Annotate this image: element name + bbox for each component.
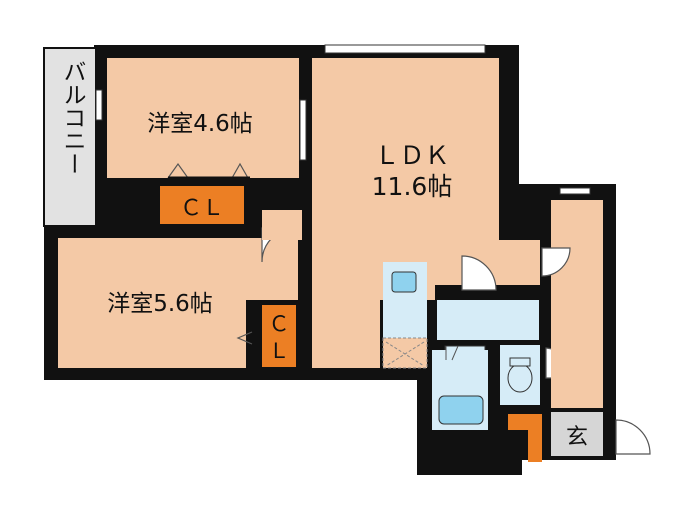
western-room-5-6-label: 洋室5.6帖 [107,291,213,317]
closet-vertical-label-1: Ｃ [269,312,290,336]
closet-top: ＣＬ [160,162,250,224]
ldk-label-line1: ＬＤＫ [374,141,449,170]
door-swing-icon [461,255,497,291]
closet-door-swing-icon [236,331,253,345]
windows [95,44,486,161]
shoe-closet [508,414,542,462]
bathroom [432,345,488,430]
ldk: ＬＤＫ 11.6帖 [312,58,540,368]
closet-door-swing-icon [167,162,249,179]
western-room-4-6: 洋室4.6帖 [107,58,299,178]
fridge-space-icon [385,341,425,367]
toilet-icon [507,363,533,393]
closet-top-label: ＣＬ [180,196,224,221]
kitchen [382,262,428,369]
corridor [541,187,603,408]
front-door-swing-icon [615,419,651,455]
entrance: 玄 [551,412,651,456]
entrance-label: 玄 [566,425,588,450]
ldk-label-line2: 11.6帖 [372,172,453,201]
balcony-label: バルコニー [59,60,86,175]
balcony: バルコニー [43,47,97,227]
door-swing-icon [541,247,571,277]
closet-vertical-label-2: Ｌ [269,339,290,363]
bathtub-icon [438,395,484,425]
western-room-4-6-label: 洋室4.6帖 [147,111,253,137]
hallway [262,210,302,240]
closet-vertical: Ｃ Ｌ [236,305,296,367]
western-room-5-6: 洋室5.6帖 [58,227,298,368]
sink-icon [391,271,417,293]
